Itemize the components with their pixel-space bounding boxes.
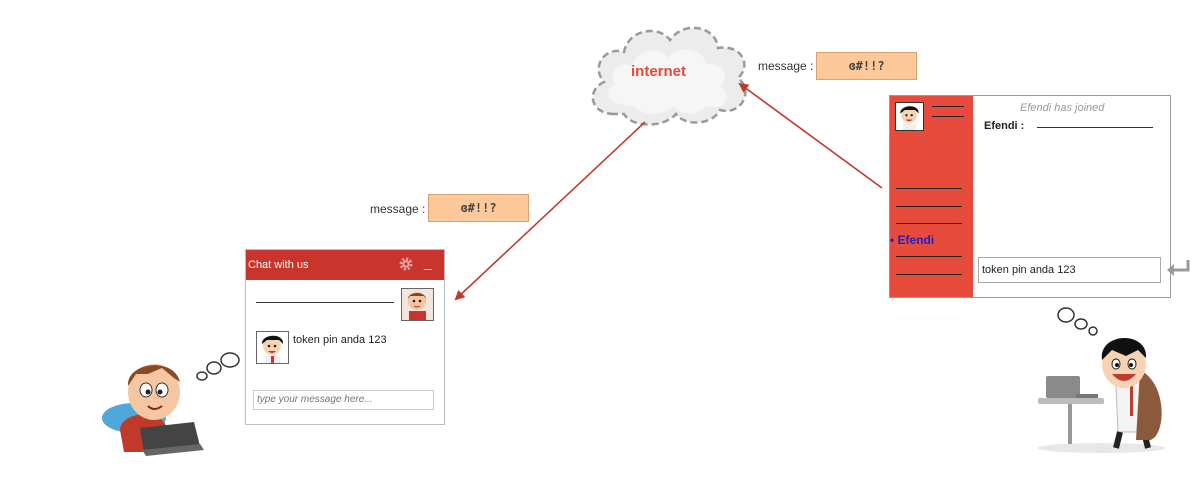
sidebar-line	[896, 274, 962, 275]
agent-avatar	[401, 288, 434, 321]
chat-widget-title: Chat with us	[248, 259, 309, 271]
message-top-box: ɞ#!!?	[816, 52, 917, 80]
sidebar-line	[932, 116, 964, 117]
message-left-label: message :	[370, 202, 426, 216]
user-avatar-icon	[257, 332, 288, 363]
message-input[interactable]: token pin anda 123	[978, 257, 1161, 283]
minimize-button[interactable]: _	[424, 254, 432, 270]
sidebar-avatar	[895, 102, 924, 131]
gear-icon[interactable]	[398, 256, 414, 272]
sidebar-line	[896, 256, 962, 257]
sidebar-avatar-icon	[896, 103, 923, 130]
sidebar-user-efendi[interactable]: • Efendi	[890, 233, 935, 247]
user-avatar	[256, 331, 289, 364]
agent-avatar-icon	[402, 289, 433, 320]
message-input[interactable]	[253, 390, 434, 410]
arrow-to-widget	[454, 121, 646, 301]
chat-window: • Efendi Efendi has joined Efendi : toke…	[889, 95, 1171, 298]
user-sidebar: • Efendi	[890, 96, 973, 297]
thought-bubble-icon	[1057, 307, 1098, 336]
message-line	[256, 302, 394, 303]
joined-notice: Efendi has joined	[1020, 102, 1105, 114]
sidebar-line	[932, 106, 964, 107]
chat-widget-header: Chat with us _	[246, 250, 444, 280]
received-message: token pin anda 123	[293, 334, 387, 346]
chat-widget: Chat with us _ token	[245, 249, 445, 425]
sidebar-line	[896, 188, 962, 189]
enter-icon[interactable]	[1163, 258, 1193, 278]
thought-bubble-icon	[196, 352, 240, 381]
message-left-box: ɞ#!!?	[428, 194, 529, 222]
agent-at-desk-icon	[1037, 337, 1165, 453]
sidebar-line	[896, 206, 962, 207]
message-line	[1037, 127, 1153, 128]
cloud-label: internet	[631, 63, 687, 80]
sender-label: Efendi :	[984, 120, 1025, 132]
sidebar-line	[896, 223, 962, 224]
message-top-label: message :	[758, 59, 814, 73]
cloud-icon	[591, 26, 747, 126]
arrow-to-cloud	[738, 82, 883, 189]
user-with-laptop-icon	[102, 364, 204, 456]
